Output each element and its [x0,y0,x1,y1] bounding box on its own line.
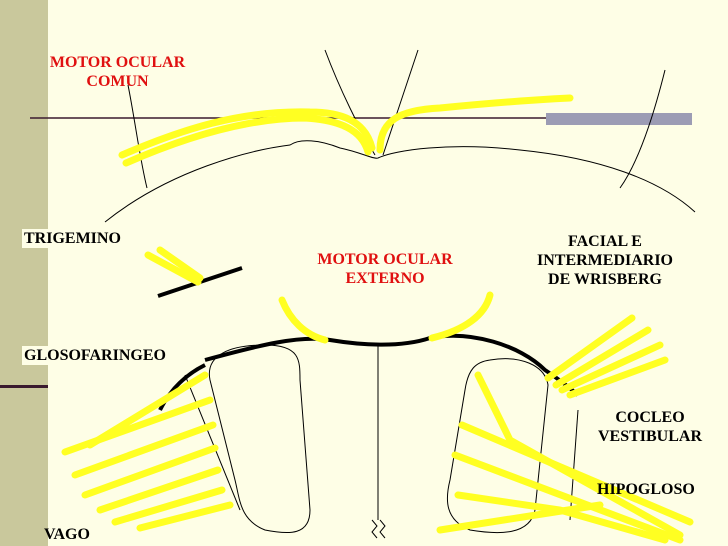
label-hipogloso: HIPOGLOSO [597,481,695,498]
olive-right [446,358,549,534]
vago-4 [81,444,219,499]
label-glosofaringeo: GLOSOFARINGEO [22,346,168,365]
vago-5 [96,466,222,514]
gray-bar [546,113,692,125]
oculomotor-left-a [118,108,376,159]
hipogloso-3 [451,451,684,544]
hipogloso-1 [474,371,684,539]
medulla-squiggle [371,519,386,539]
pontomedullary-sulcus [204,333,580,397]
facial-4 [566,356,669,399]
label-facial: FACIAL E INTERMEDIARIO DE WRISBERG [536,233,673,288]
oculomotor-left-b [122,114,372,167]
nerve-fibers [61,94,694,544]
abducens-right [428,291,494,342]
midline-right [382,49,419,156]
pons-outline [104,140,696,223]
label-trigemino: TRIGEMINO [22,229,123,248]
hipogloso-2 [458,421,694,526]
sidebar-divider [0,385,48,388]
facial-2 [552,326,652,389]
trigemino-b [156,246,204,282]
label-cocleo-vestibular: COCLEO VESTIBULAR [597,409,703,445]
vago-7 [136,501,234,532]
label-vago: VAGO [44,526,90,543]
vago-2 [61,396,214,456]
label-motor-ocular-comun: MOTOR OCULAR COMUN [49,54,186,90]
vago-6 [111,486,226,526]
left-inner-line [184,374,241,511]
abducens-left [278,296,329,344]
slide-sidebar-bar [0,0,48,546]
facial-3 [558,341,664,394]
olive-left [208,344,311,534]
label-motor-ocular-externo: MOTOR OCULAR EXTERNO [317,251,453,287]
peduncle-right [619,69,666,189]
oculomotor-right [376,94,574,154]
vago-3 [71,421,217,479]
facial-1 [544,314,636,382]
hipogloso-5 [436,501,604,534]
peduncle-left [127,84,148,189]
trigemino-a [144,251,202,286]
